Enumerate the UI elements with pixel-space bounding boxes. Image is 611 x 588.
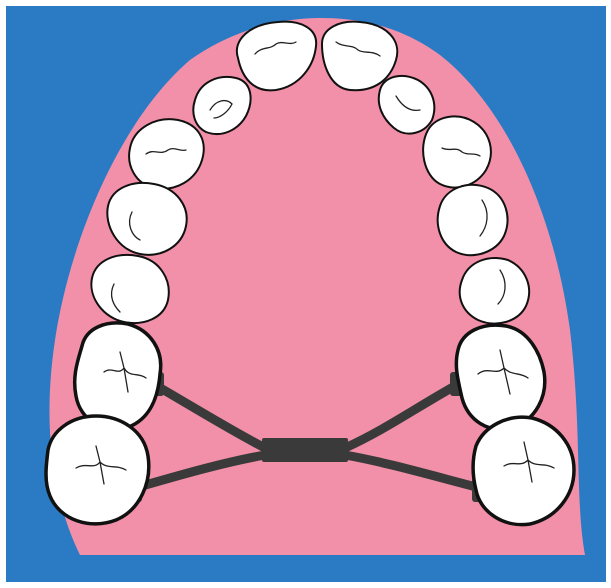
appliance-center-bar [262,438,348,462]
tooth-right-second-premolar [460,258,529,323]
tooth-right-first-molar [456,325,544,429]
tooth-left-first-molar [75,323,161,429]
tooth-right-first-premolar [438,185,508,255]
tooth-right-canine [423,116,491,187]
tooth-right-second-molar [473,417,574,524]
tooth-left-second-molar [46,416,149,524]
